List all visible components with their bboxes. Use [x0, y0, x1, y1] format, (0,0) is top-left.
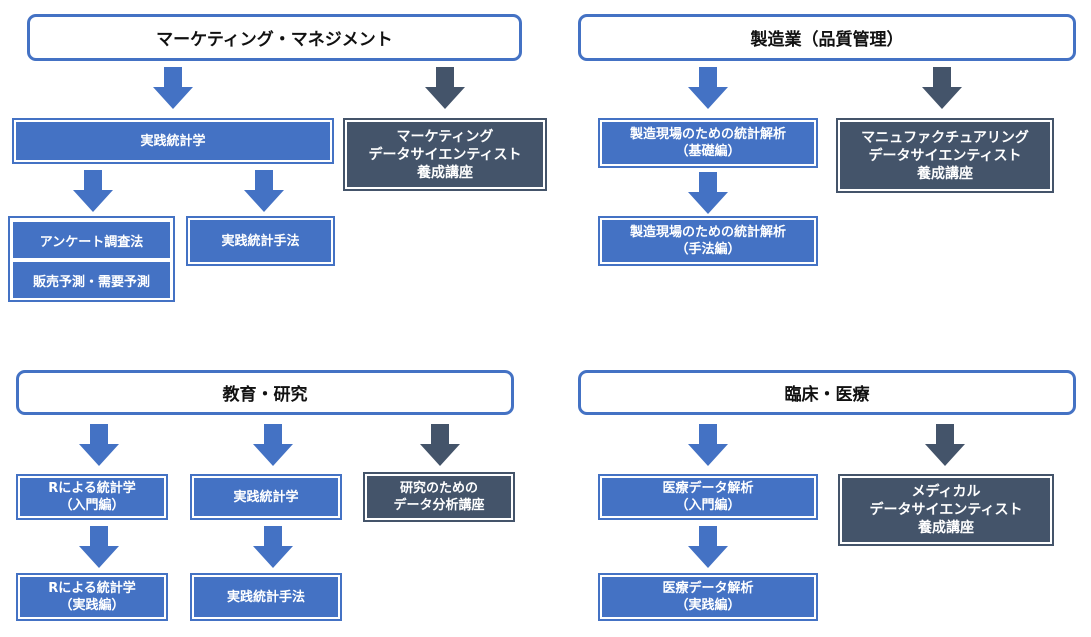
course-line: （入門編）	[59, 498, 125, 513]
clinical-practice-box: 医療データ解析 （実践編）	[598, 573, 818, 621]
course-line: データサイエンティスト	[368, 146, 522, 163]
arrow-down-icon	[688, 172, 728, 214]
course-line: 医療データ解析	[662, 581, 754, 596]
arrow-down-icon	[153, 67, 193, 109]
course-line: 養成講座	[917, 165, 973, 182]
course-line: メディカル	[911, 484, 981, 500]
header-clinical-label: 臨床・医療	[784, 385, 870, 405]
course-line: データサイエンティスト	[868, 147, 1022, 164]
manufacturing-basic-box: 製造現場のための統計解析 （基礎編）	[598, 118, 818, 168]
course-line: 養成講座	[417, 164, 473, 181]
course-line: データ分析講座	[393, 498, 485, 513]
r-intro-box: Rによる統計学 （入門編）	[16, 474, 168, 520]
marketing-ds-course-box: マーケティング データサイエンティスト 養成講座	[343, 118, 547, 191]
edu-stats-methods-box: 実践統計手法	[190, 573, 342, 621]
course-line: マーケティング	[396, 128, 494, 145]
header-manufacturing-label: 製造業（品質管理）	[750, 30, 904, 50]
forecast-label: 販売予測・需要予測	[32, 274, 150, 290]
stats-methods-label: 実践統計手法	[221, 233, 300, 249]
header-clinical: 臨床・医療	[578, 370, 1076, 415]
arrow-down-icon	[73, 170, 113, 212]
survey-box: アンケート調査法	[13, 222, 170, 258]
course-line: マニュファクチュアリング	[861, 129, 1029, 146]
arrow-down-icon	[425, 67, 465, 109]
course-line: 医療データ解析	[662, 481, 754, 496]
course-line: データサイエンティスト	[869, 502, 1023, 518]
edu-practical-stats-box: 実践統計学	[190, 474, 342, 520]
manufacturing-ds-course-box: マニュファクチュアリング データサイエンティスト 養成講座	[836, 118, 1054, 193]
course-line: Rによる統計学	[48, 481, 136, 496]
course-line: 養成講座	[918, 520, 974, 536]
arrow-down-icon	[253, 526, 293, 568]
manufacturing-method-box: 製造現場のための統計解析 （手法編）	[598, 216, 818, 266]
practical-stats-box: 実践統計学	[12, 118, 334, 164]
r-practice-box: Rによる統計学 （実践編）	[16, 573, 168, 621]
arrow-down-icon	[922, 67, 962, 109]
course-line: （手法編）	[675, 242, 741, 257]
header-marketing: マーケティング・マネジメント	[27, 14, 522, 61]
arrow-down-icon	[925, 424, 965, 466]
clinical-ds-course-box: メディカル データサイエンティスト 養成講座	[838, 474, 1054, 546]
course-line: （基礎編）	[675, 144, 741, 159]
course-line: 研究のための	[399, 481, 478, 496]
course-line: Rによる統計学	[48, 581, 136, 596]
course-line: （入門編）	[675, 498, 741, 513]
survey-label: アンケート調査法	[39, 234, 144, 250]
header-education-label: 教育・研究	[222, 385, 308, 405]
arrow-down-icon	[688, 424, 728, 466]
arrow-down-icon	[244, 170, 284, 212]
practical-stats-label: 実践統計学	[140, 133, 206, 149]
clinical-intro-box: 医療データ解析 （入門編）	[598, 474, 818, 520]
course-line: （実践編）	[59, 598, 125, 613]
arrow-down-icon	[79, 424, 119, 466]
course-line: （実践編）	[675, 598, 741, 613]
edu-practical-stats-label: 実践統計学	[233, 489, 299, 505]
arrow-down-icon	[688, 526, 728, 568]
arrow-down-icon	[688, 67, 728, 109]
arrow-down-icon	[79, 526, 119, 568]
course-line: 製造現場のための統計解析	[629, 127, 786, 142]
research-course-box: 研究のための データ分析講座	[363, 472, 515, 522]
header-marketing-label: マーケティング・マネジメント	[156, 30, 393, 50]
header-manufacturing: 製造業（品質管理）	[578, 14, 1076, 61]
arrow-down-icon	[420, 424, 460, 466]
stats-methods-box: 実践統計手法	[186, 216, 335, 266]
survey-forecast-group: アンケート調査法 販売予測・需要予測	[8, 216, 175, 302]
header-education: 教育・研究	[16, 370, 514, 415]
edu-stats-methods-label: 実践統計手法	[226, 589, 305, 605]
arrow-down-icon	[253, 424, 293, 466]
course-line: 製造現場のための統計解析	[629, 225, 786, 240]
forecast-box: 販売予測・需要予測	[13, 262, 170, 298]
